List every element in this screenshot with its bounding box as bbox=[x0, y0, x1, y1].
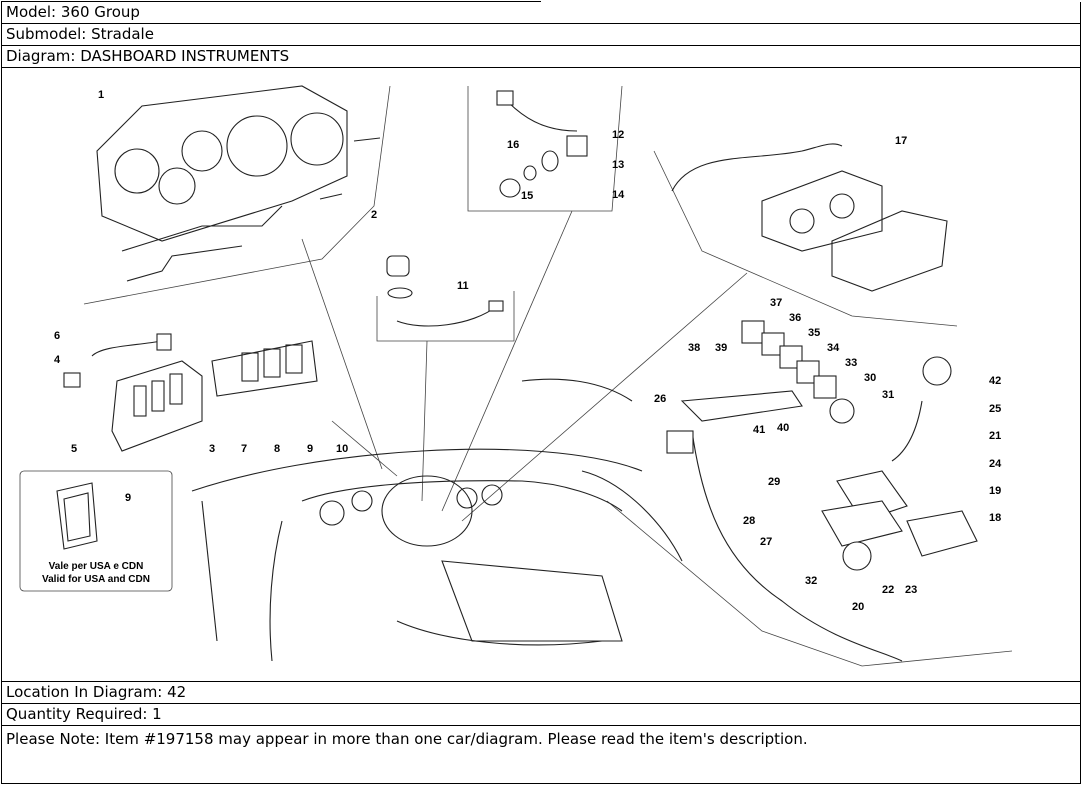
callout-32: 32 bbox=[805, 575, 817, 587]
switch-panel-drawing bbox=[63, 333, 318, 452]
callout-27: 27 bbox=[760, 536, 772, 548]
callout-30: 30 bbox=[864, 372, 876, 384]
callout-33: 33 bbox=[845, 357, 857, 369]
callout-14: 14 bbox=[612, 189, 625, 201]
inset-part bbox=[56, 482, 98, 550]
inset-note-italian: Vale per USA e CDN bbox=[49, 561, 144, 572]
callout-9: 9 bbox=[307, 443, 313, 455]
callout-3: 3 bbox=[209, 443, 215, 455]
callout-37: 37 bbox=[770, 297, 782, 309]
callout-2: 2 bbox=[371, 209, 377, 221]
location-label: Location In Diagram: 42 bbox=[1, 681, 1081, 703]
callout-12: 12 bbox=[612, 129, 624, 141]
callout-26: 26 bbox=[654, 393, 666, 405]
callout-24: 24 bbox=[989, 458, 1002, 470]
callout-15: 15 bbox=[521, 190, 533, 202]
quantity-label: Quantity Required: 1 bbox=[1, 703, 1081, 725]
climate-module-drawing bbox=[671, 143, 948, 292]
callout-28: 28 bbox=[743, 515, 755, 527]
callout-36: 36 bbox=[789, 312, 801, 324]
inset-note-english: Valid for USA and CDN bbox=[42, 574, 150, 585]
callout-11: 11 bbox=[457, 280, 469, 292]
callout-39: 39 bbox=[715, 342, 727, 354]
callout-34: 34 bbox=[827, 342, 840, 354]
callout-29: 29 bbox=[768, 476, 780, 488]
bulb-drawing bbox=[386, 255, 504, 327]
diagram-title: Diagram: DASHBOARD INSTRUMENTS bbox=[1, 45, 1081, 67]
callout-4: 4 bbox=[54, 354, 61, 366]
submodel-label: Submodel: Stradale bbox=[1, 23, 1081, 45]
callout-42: 42 bbox=[989, 375, 1001, 387]
callout-23: 23 bbox=[905, 584, 917, 596]
leader-lines bbox=[301, 210, 748, 522]
callout-13: 13 bbox=[612, 159, 624, 171]
callout-25: 25 bbox=[989, 403, 1001, 415]
callout-21: 21 bbox=[989, 430, 1001, 442]
callout-5: 5 bbox=[71, 443, 77, 455]
callout-6: 6 bbox=[54, 330, 60, 342]
car-interior-drawing bbox=[191, 378, 683, 662]
callout-17: 17 bbox=[895, 135, 907, 147]
callout-40: 40 bbox=[777, 422, 789, 434]
callout-31: 31 bbox=[882, 389, 894, 401]
callout-18: 18 bbox=[989, 512, 1001, 524]
callout-10: 10 bbox=[336, 443, 348, 455]
callout-22: 22 bbox=[882, 584, 894, 596]
callout-20: 20 bbox=[852, 601, 864, 613]
callout-16: 16 bbox=[507, 139, 519, 151]
section-dividers bbox=[19, 85, 1013, 667]
console-switch-drawing bbox=[666, 320, 978, 662]
callout-35: 35 bbox=[808, 327, 820, 339]
inset-callout: 9 bbox=[125, 492, 131, 504]
note-text: Please Note: Item #197158 may appear in … bbox=[1, 725, 1081, 784]
callout-8: 8 bbox=[274, 443, 280, 455]
callout-41: 41 bbox=[753, 424, 765, 436]
instrument-cluster-drawing bbox=[96, 85, 381, 282]
socket-drawing bbox=[496, 90, 588, 198]
model-label: Model: 360 Group bbox=[1, 1, 1081, 23]
callout-7: 7 bbox=[241, 443, 247, 455]
callout-38: 38 bbox=[688, 342, 700, 354]
callout-19: 19 bbox=[989, 485, 1001, 497]
callout-1: 1 bbox=[98, 89, 104, 101]
